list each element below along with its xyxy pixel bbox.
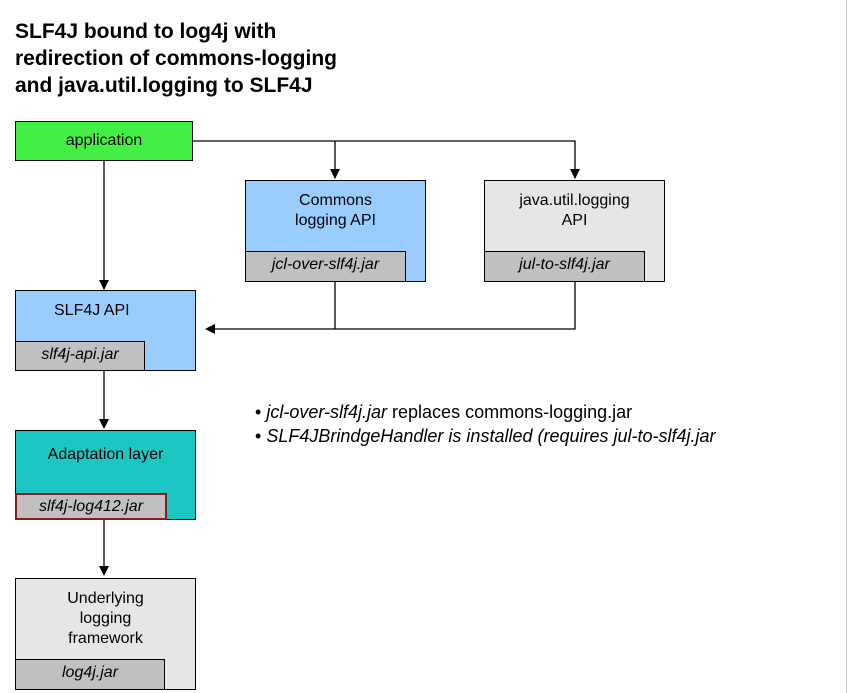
slf4j-api-label: SLF4J API: [54, 302, 130, 319]
note-item-2: • SLF4JBrindgeHandler is installed (requ…: [255, 426, 716, 446]
jul-to-slf4j-jar: jul-to-slf4j.jar: [484, 251, 645, 282]
note-item-1: • jcl-over-slf4j.jar replaces commons-lo…: [255, 402, 633, 422]
slf4j-api-box: SLF4J API slf4j-api.jar: [15, 290, 196, 371]
commons-logging-label: Commons logging API: [295, 192, 376, 229]
title-line-1: SLF4J bound to log4j with: [15, 20, 277, 43]
application-label: application: [65, 132, 143, 149]
commons-logging-api-box: Commons logging API jcl-over-slf4j.jar: [245, 180, 426, 282]
notes-list: • jcl-over-slf4j.jar replaces commons-lo…: [255, 400, 716, 448]
log4j-jar: log4j.jar: [15, 659, 165, 690]
diagram-title: SLF4J bound to log4j with redirection of…: [15, 18, 475, 99]
jcl-over-slf4j-jar: jcl-over-slf4j.jar: [245, 251, 406, 282]
frame-border: [846, 0, 847, 693]
jul-api-box: java.util.logging API jul-to-slf4j.jar: [484, 180, 665, 282]
arrow-commons-jul-to-slf4j: [334, 281, 576, 330]
adaptation-layer-label: Adaptation layer: [47, 446, 164, 463]
slf4j-log412-jar: slf4j-log412.jar: [15, 493, 167, 520]
application-box: application: [15, 121, 193, 161]
title-line-2: redirection of commons-logging: [15, 47, 338, 70]
underlying-framework-label: Underlying logging framework: [67, 590, 144, 647]
adaptation-layer-box: Adaptation layer slf4j-log412.jar: [15, 430, 196, 520]
underlying-framework-box: Underlying logging framework log4j.jar: [15, 578, 196, 690]
title-line-3: and java.util.logging to SLF4J: [15, 74, 313, 97]
arrow-application-to-commons: [193, 140, 580, 179]
jul-label: java.util.logging API: [519, 192, 630, 229]
slf4j-api-jar: slf4j-api.jar: [15, 341, 145, 371]
